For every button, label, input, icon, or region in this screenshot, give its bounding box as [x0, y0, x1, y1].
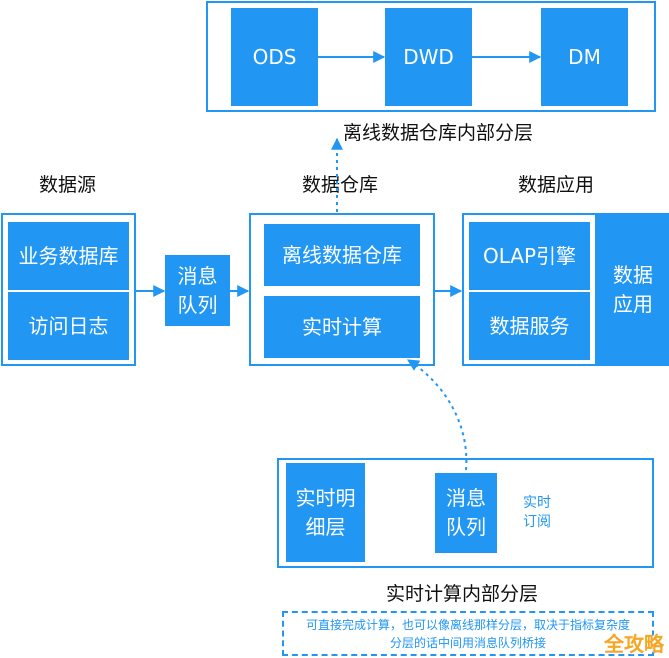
layering-note-text: 可直接完成计算，也可以像离线那样分层，取决于指标复杂度 分层的话中间用消息队列桥…	[305, 617, 630, 650]
layering-note: 可直接完成计算，也可以像离线那样分层，取决于指标复杂度 分层的话中间用消息队列桥…	[282, 611, 654, 656]
olap-engine-label: OLAP引擎	[482, 244, 577, 268]
data-application-node: 数据 应用	[597, 213, 669, 366]
olap-engine-node: OLAP引擎	[469, 222, 590, 290]
data-application-label: 数据 应用	[613, 262, 653, 316]
realtime-layers-caption: 实时计算内部分层	[386, 583, 539, 605]
ods-label: ODS	[252, 45, 297, 69]
business-db-label: 业务数据库	[18, 244, 119, 268]
realtime-queue-label: 消息 队列	[446, 486, 486, 539]
dwd-label: DWD	[403, 45, 454, 69]
ods-node: ODS	[231, 8, 318, 106]
realtime-detail-label: 实时明 细层	[295, 485, 356, 539]
data-service-label: 数据服务	[489, 314, 570, 338]
watermark-logo: 全攻略	[604, 632, 664, 656]
access-log-label: 访问日志	[28, 314, 109, 338]
realtime-compute-label: 实时计算	[302, 315, 382, 339]
business-db-node: 业务数据库	[8, 222, 129, 290]
realtime-compute-node: 实时计算	[264, 296, 420, 358]
data-source-heading: 数据源	[39, 174, 97, 196]
data-service-node: 数据服务	[469, 292, 590, 360]
etl-label-ods-dwd: 离线ETL	[322, 46, 364, 59]
dwd-node: DWD	[385, 8, 472, 106]
realtime-queue-node: 消息 队列	[435, 473, 497, 553]
offline-warehouse-node: 离线数据仓库	[264, 224, 420, 286]
data-warehouse-heading: 数据仓库	[302, 174, 379, 196]
offline-layers-caption: 离线数据仓库内部分层	[343, 122, 534, 144]
offline-warehouse-label: 离线数据仓库	[282, 243, 402, 267]
data-application-heading: 数据应用	[518, 174, 595, 196]
realtime-subscribe-label: 实时 订阅	[523, 495, 551, 530]
message-queue-label: 消息 队列	[177, 263, 218, 317]
message-queue-node: 消息 队列	[165, 255, 230, 326]
realtime-to-layers-arrow	[406, 359, 468, 471]
dm-label: DM	[568, 45, 601, 69]
realtime-detail-node: 实时明 细层	[286, 463, 365, 562]
dm-node: DM	[541, 8, 628, 106]
access-log-node: 访问日志	[8, 292, 129, 360]
